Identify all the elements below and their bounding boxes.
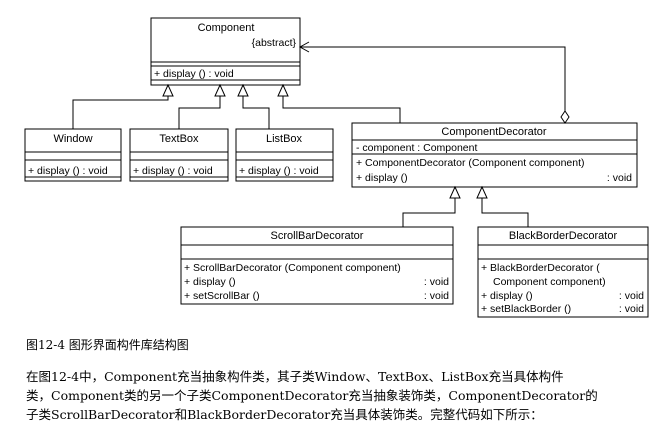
scrollbar-setscrollbar-op: + setScrollBar () xyxy=(184,290,260,302)
generalization-window-line xyxy=(72,96,169,129)
decorator-display-op: + display () xyxy=(356,172,408,184)
generalization-textbox-line xyxy=(178,96,221,129)
decorator-display-type: : void xyxy=(607,172,632,184)
component-operation: + display () : void xyxy=(154,68,234,80)
body-line-2: 类，Component类的另一个子类ComponentDecorator充当抽象… xyxy=(26,388,598,403)
blackborder-constructor-line2: Component component) xyxy=(493,276,606,288)
body-paragraph: 在图12-4中，Component充当抽象构件类，其子类Window、TextB… xyxy=(26,367,662,424)
window-operation: + display () : void xyxy=(28,165,108,177)
blackborder-constructor-line1: + BlackBorderDecorator ( xyxy=(481,262,600,274)
class-textbox: TextBox + display () : void xyxy=(129,128,229,182)
class-window: Window + display () : void xyxy=(24,128,122,182)
class-diagram: Component {abstract} + display () : void… xyxy=(24,17,649,318)
window-name: Window xyxy=(53,133,92,145)
figure-caption: 图12-4 图形界面构件库结构图 xyxy=(26,338,189,352)
scrollbar-display-op: + display () xyxy=(184,276,236,288)
scrollbar-name: ScrollBarDecorator xyxy=(271,230,364,242)
textbox-name: TextBox xyxy=(159,133,199,145)
scrollbar-display-type: : void xyxy=(424,276,449,288)
generalization-blackborder-line xyxy=(481,198,529,227)
generalization-decorator-arrowhead xyxy=(277,83,289,97)
class-listbox: ListBox + display () : void xyxy=(235,128,334,182)
body-line-3: 子类ScrollBarDecorator和BlackBorderDecorato… xyxy=(26,407,543,422)
blackborder-setblackborder-type: : void xyxy=(619,303,644,315)
decorator-attribute: - component : Component xyxy=(356,142,477,154)
textbox-operation: + display () : void xyxy=(133,165,213,177)
component-stereotype: {abstract} xyxy=(252,37,297,49)
generalization-blackborder-arrowhead xyxy=(476,185,488,199)
class-component: Component {abstract} + display () : void xyxy=(150,17,301,86)
body-line-1: 在图12-4中，Component充当抽象构件类，其子类Window、TextB… xyxy=(26,369,564,384)
generalization-textbox-arrowhead xyxy=(214,83,226,97)
aggregation-arrowhead xyxy=(298,41,310,53)
aggregation-line xyxy=(300,46,566,111)
class-scrollbar-decorator: ScrollBarDecorator + ScrollBarDecorator … xyxy=(180,226,454,305)
generalization-listbox-arrowhead xyxy=(237,83,249,97)
decorator-name: ComponentDecorator xyxy=(441,126,547,138)
listbox-name: ListBox xyxy=(266,133,303,145)
blackborder-name: BlackBorderDecorator xyxy=(509,230,618,242)
scrollbar-setscrollbar-type: : void xyxy=(424,290,449,302)
decorator-constructor: + ComponentDecorator (Component componen… xyxy=(356,157,585,169)
class-blackborder-decorator: BlackBorderDecorator + BlackBorderDecora… xyxy=(477,226,649,318)
generalization-scrollbar-line xyxy=(402,198,456,227)
blackborder-display-type: : void xyxy=(619,290,644,302)
generalization-scrollbar-arrowhead xyxy=(449,185,461,199)
generalization-decorator-line xyxy=(282,96,401,123)
blackborder-setblackborder-op: + setBlackBorder () xyxy=(481,303,571,315)
scrollbar-constructor: + ScrollBarDecorator (Component componen… xyxy=(184,262,401,274)
listbox-operation: + display () : void xyxy=(239,165,319,177)
generalization-listbox-line xyxy=(242,96,270,129)
class-component-decorator: ComponentDecorator - component : Compone… xyxy=(351,122,638,188)
component-name: Component xyxy=(198,22,255,34)
generalization-window-arrowhead xyxy=(162,83,174,97)
aggregation-diamond xyxy=(560,110,570,124)
blackborder-display-op: + display () xyxy=(481,290,533,302)
